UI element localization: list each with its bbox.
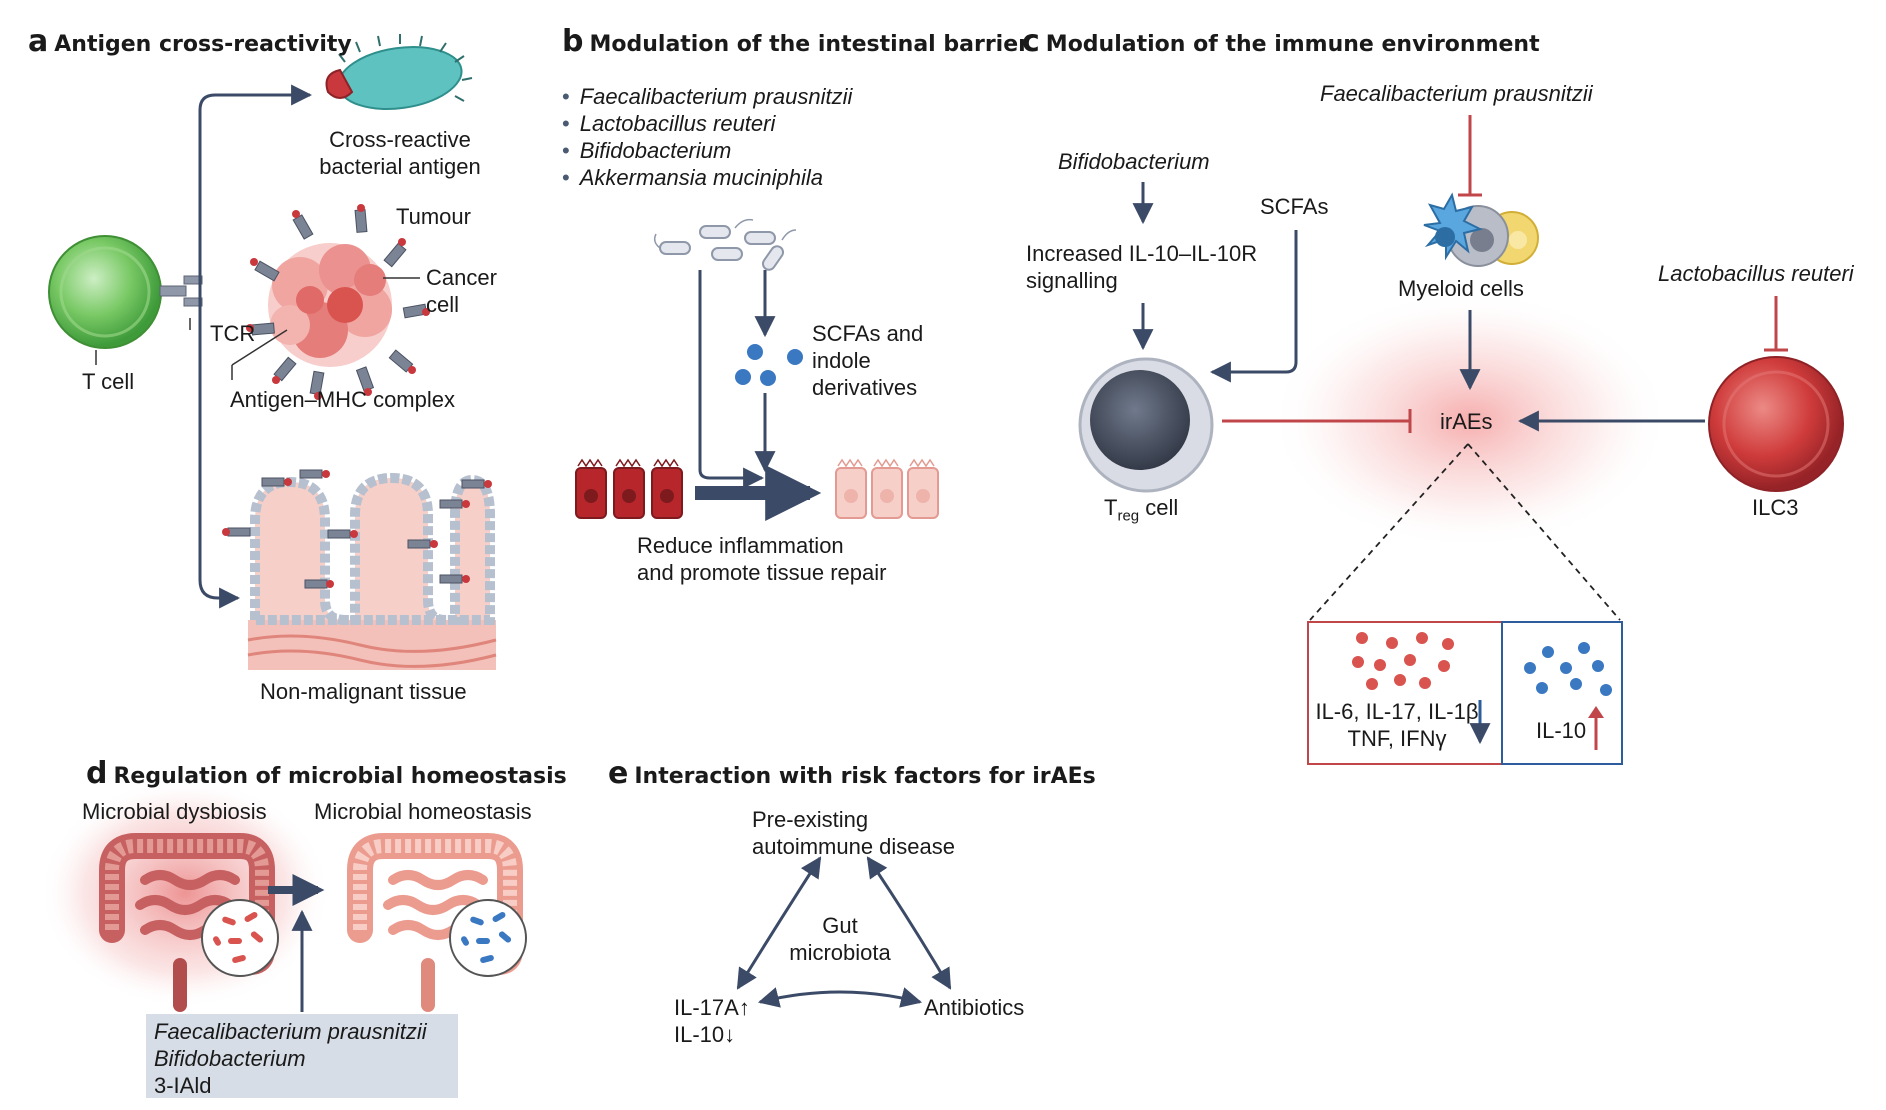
homeostasis-factor-1: Faecalibacterium prausnitzii [154, 1019, 427, 1044]
non-malignant-tissue-label: Non-malignant tissue [260, 679, 467, 704]
panel-a-graphics [48, 34, 497, 670]
inflamed-epithelium-icon [575, 458, 683, 519]
pro-inflammatory-cytokines-icon [1352, 632, 1454, 690]
myeloid-cells-icon [1423, 192, 1539, 267]
tumour-label: Tumour [396, 204, 471, 229]
tumour-graphic [231, 204, 430, 400]
bacteria-cluster-icon [653, 218, 797, 271]
dysbiosis-label: Microbial dysbiosis [82, 799, 267, 824]
bacterium-icon [325, 34, 473, 110]
lactobacillus-label: Lactobacillus reuteri [1658, 261, 1854, 286]
arrow-to-bacteria [198, 84, 313, 300]
bifidobacterium-label: Bifidobacterium [1058, 149, 1210, 174]
panel-e-graphics [736, 856, 952, 1008]
homeostasis-factor-3: 3-IAld [154, 1073, 212, 1098]
bacteria-list-item: Akkermansia muciniphila [562, 165, 823, 191]
t-cell-graphic [48, 235, 162, 349]
homeostasis-factors-box [146, 1014, 458, 1098]
homeostasis-label: Microbial homeostasis [314, 799, 532, 824]
t-cell-label: T cell [82, 369, 135, 394]
scfas-label: SCFAs [1260, 194, 1329, 219]
faecalibacterium-label: Faecalibacterium prausnitzii [1320, 81, 1593, 106]
arrow-to-tissue [198, 300, 241, 609]
healthy-epithelium-icon [835, 458, 939, 519]
cytokine-box-anti [1501, 621, 1623, 765]
tcr-icon [159, 275, 203, 307]
panel-d-graphics [40, 778, 527, 1012]
bacteria-list-item: Faecalibacterium prausnitzii [562, 84, 853, 110]
iraes-label: irAEs [1440, 409, 1493, 434]
homeostasis-factor-2: Bifidobacterium [154, 1046, 306, 1071]
treg-cell-label: Treg cell [1104, 495, 1179, 525]
antibiotics-label: Antibiotics [924, 995, 1025, 1020]
bacteria-list-item: Bifidobacterium [562, 138, 732, 164]
myeloid-cells-label: Myeloid cells [1398, 276, 1524, 301]
il10-box-label: IL-10 [1536, 718, 1587, 743]
il17a-label: IL-17A↑IL-10↓ [674, 995, 750, 1047]
antigen-mhc-label: Antigen–MHC complex [230, 387, 455, 412]
villi-graphic [222, 469, 497, 670]
anti-inflammatory-cytokines-icon [1524, 642, 1612, 696]
healthy-colon-icon [347, 833, 527, 1012]
ilc3-cell-graphic [1708, 356, 1844, 492]
panel-c-graphics [1078, 115, 1844, 765]
tcr-label: TCR [210, 321, 256, 346]
ilc3-label: ILC3 [1752, 495, 1799, 520]
dysbiotic-colon-icon [99, 833, 279, 1012]
panel-b-graphics [575, 218, 939, 521]
scfa-molecules-icon [735, 344, 803, 386]
bacteria-list-item: Lactobacillus reuteri [562, 111, 776, 137]
